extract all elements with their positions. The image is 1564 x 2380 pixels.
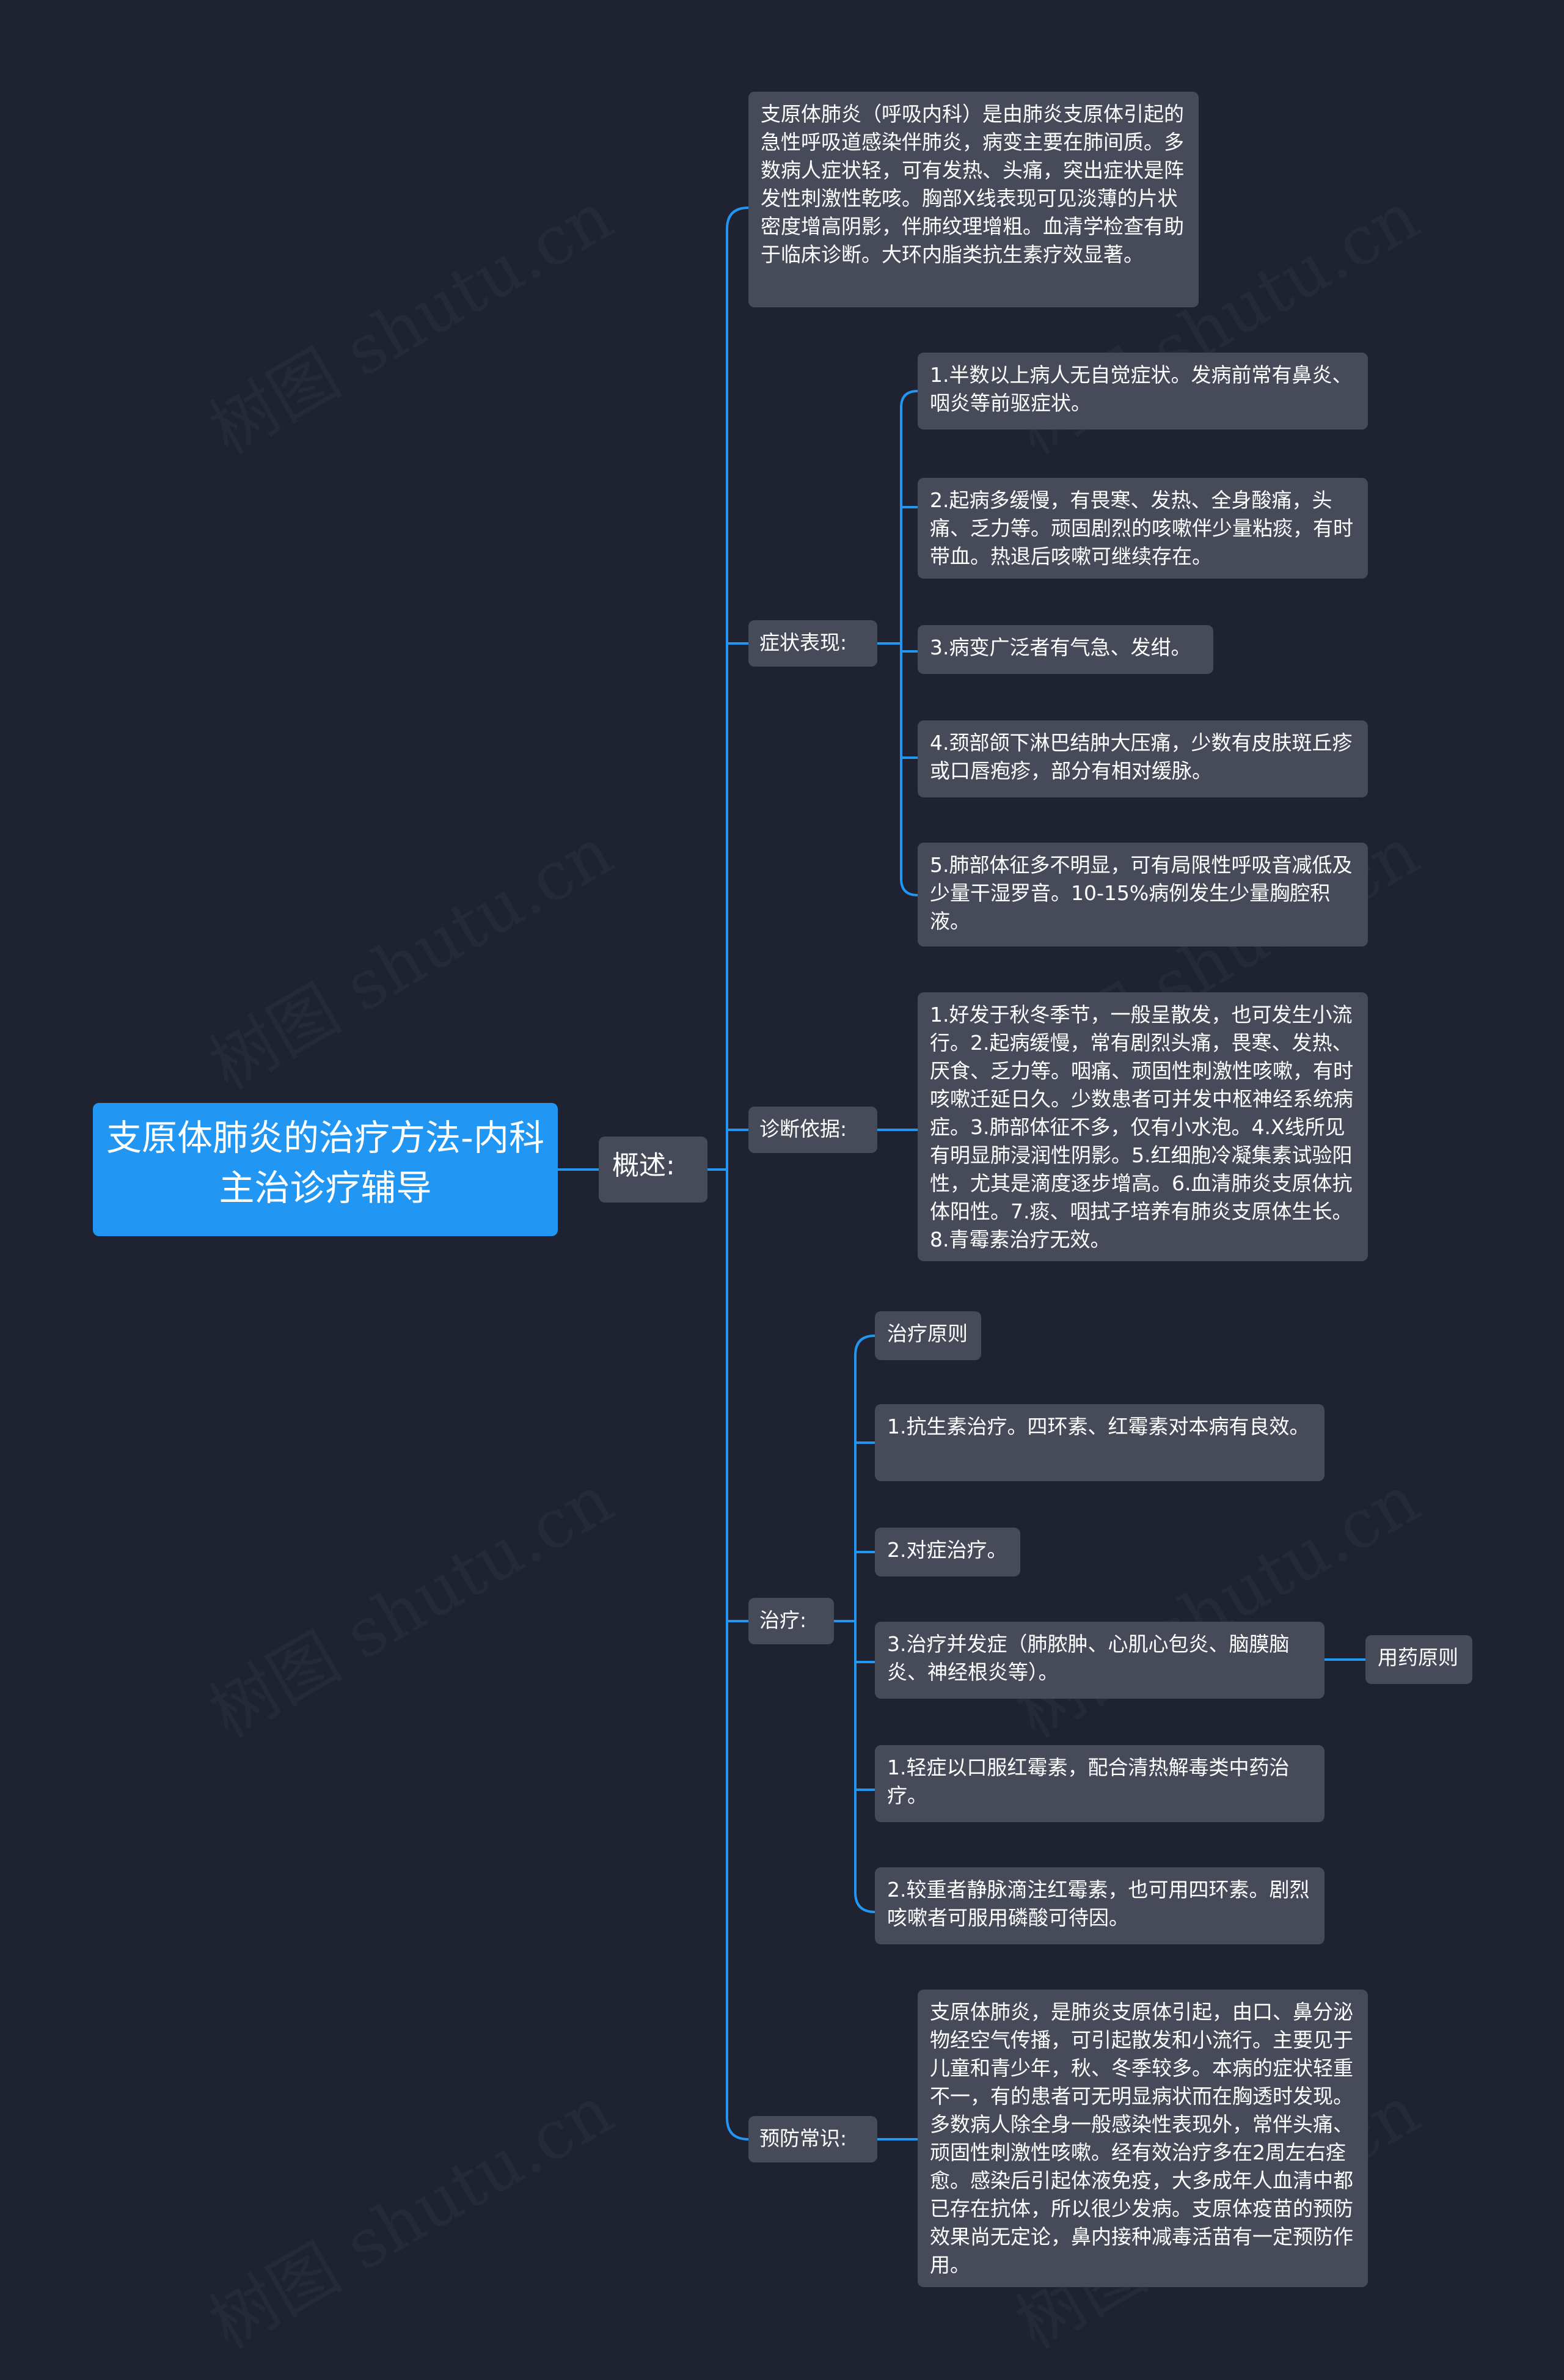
symptom-item[interactable]: 1.半数以上病人无自觉症状。发病前常有鼻炎、咽炎等前驱症状。	[918, 353, 1368, 430]
symptom-item[interactable]: 5.肺部体征多不明显，可有局限性呼吸音减低及少量干湿罗音。10-15%病例发生少…	[918, 843, 1368, 947]
treatment-item[interactable]: 2.较重者静脉滴注红霉素，也可用四环素。剧烈咳嗽者可服用磷酸可待因。	[875, 1867, 1325, 1944]
overview-node[interactable]: 概述:	[599, 1137, 707, 1203]
prevention-label[interactable]: 预防常识:	[748, 2116, 877, 2162]
treatment-principle-node[interactable]: 治疗原则	[875, 1311, 981, 1360]
medication-principle-node[interactable]: 用药原则	[1365, 1635, 1472, 1684]
treatment-item[interactable]: 2.对症治疗。	[875, 1528, 1020, 1576]
treatment-label[interactable]: 治疗:	[748, 1598, 834, 1644]
treatment-item[interactable]: 1.轻症以口服红霉素，配合清热解毒类中药治疗。	[875, 1745, 1325, 1822]
symptoms-label[interactable]: 症状表现:	[748, 620, 877, 667]
diagnosis-node[interactable]: 1.好发于秋冬季节，一般呈散发，也可发生小流行。2.起病缓慢，常有剧烈头痛，畏寒…	[918, 992, 1368, 1261]
prevention-node[interactable]: 支原体肺炎，是肺炎支原体引起，由口、鼻分泌物经空气传播，可引起散发和小流行。主要…	[918, 1990, 1368, 2287]
root-topic[interactable]: 支原体肺炎的治疗方法-内科主治诊疗辅导	[93, 1103, 558, 1236]
treatment-item[interactable]: 1.抗生素治疗。四环素、红霉素对本病有良效。	[875, 1404, 1325, 1481]
treatment-item[interactable]: 3.治疗并发症（肺脓肿、心肌心包炎、脑膜脑炎、神经根炎等）。	[875, 1622, 1325, 1699]
intro-node[interactable]: 支原体肺炎（呼吸内科）是由肺炎支原体引起的急性呼吸道感染伴肺炎，病变主要在肺间质…	[748, 92, 1199, 307]
symptom-item[interactable]: 4.颈部颌下淋巴结肿大压痛，少数有皮肤斑丘疹或口唇疱疹，部分有相对缓脉。	[918, 720, 1368, 797]
symptom-item[interactable]: 2.起病多缓慢，有畏寒、发热、全身酸痛，头痛、乏力等。顽固剧烈的咳嗽伴少量粘痰，…	[918, 478, 1368, 579]
diagnosis-label[interactable]: 诊断依据:	[748, 1107, 877, 1153]
symptom-item[interactable]: 3.病变广泛者有气急、发绀。	[918, 625, 1213, 674]
